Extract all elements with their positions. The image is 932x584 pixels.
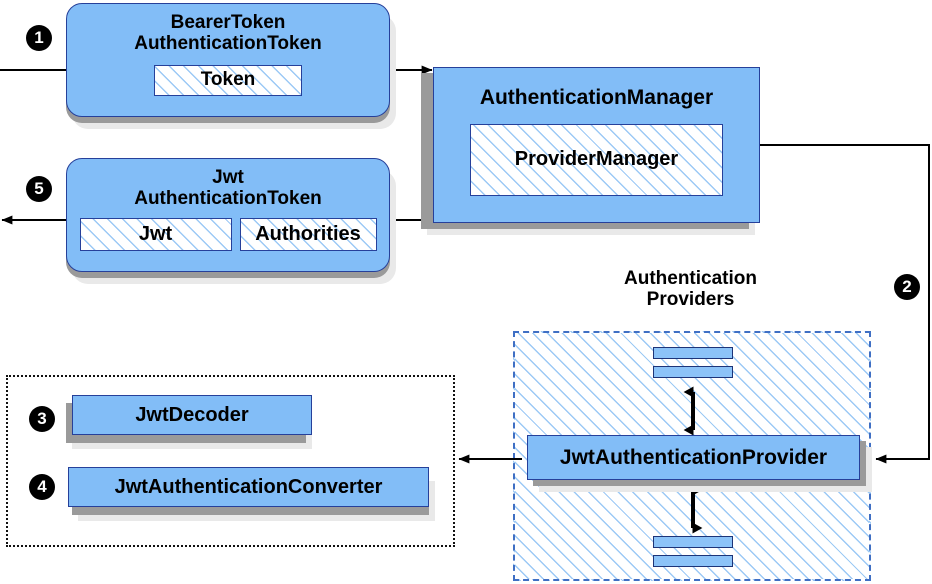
group-jwt-support (6, 375, 455, 547)
node-jwt-authentication-provider-label: JwtAuthenticationProvider (559, 445, 828, 469)
node-jwt-decoder-label: JwtDecoder (135, 403, 249, 426)
arrow-step2-manager-to-provider (760, 144, 930, 464)
inner-authorities[interactable]: Authorities (239, 217, 377, 251)
badge-step-4-label: 4 (37, 477, 47, 496)
badge-step-2-label: 2 (902, 277, 912, 296)
node-jwt-authentication-provider[interactable]: JwtAuthenticationProvider (527, 435, 860, 480)
badge-step-5-label: 5 (34, 179, 44, 198)
node-jwt-authentication-token[interactable]: Jwt AuthenticationToken Jwt Authorities (66, 158, 390, 272)
caption-authentication-providers-line1: Authentication (624, 268, 757, 289)
inner-provider-manager[interactable]: ProviderManager (470, 123, 723, 196)
node-jwt-authentication-converter-label: JwtAuthenticationConverter (114, 475, 383, 498)
jwt-token-inner-row: Jwt Authorities (79, 217, 377, 251)
inner-jwt[interactable]: Jwt (79, 217, 232, 251)
node-bearer-token-title-line1: BearerToken (170, 12, 286, 33)
inner-provider-manager-label: ProviderManager (514, 148, 679, 171)
node-jwt-token-title-line1: Jwt (212, 167, 244, 188)
inner-authorities-label: Authorities (255, 222, 361, 245)
node-jwt-token-title-line2: AuthenticationToken (134, 188, 322, 210)
node-bearer-token-authentication-token[interactable]: BearerToken AuthenticationToken Token (66, 3, 390, 117)
node-authentication-manager[interactable]: AuthenticationManager ProviderManager (433, 67, 760, 223)
badge-step-2: 2 (894, 274, 920, 300)
node-jwt-token-title: Jwt AuthenticationToken (134, 167, 322, 210)
node-bearer-token-title: BearerToken AuthenticationToken (134, 12, 322, 55)
badge-step-1-label: 1 (34, 28, 44, 47)
node-authentication-manager-title: AuthenticationManager (479, 86, 714, 109)
node-bearer-token-title-line2: AuthenticationToken (134, 33, 322, 55)
provider-stack-bar-top-1 (653, 347, 733, 359)
caption-authentication-providers-line2: Providers (646, 289, 735, 311)
node-jwt-authentication-converter[interactable]: JwtAuthenticationConverter (68, 467, 429, 507)
badge-step-1: 1 (26, 25, 52, 51)
badge-step-4: 4 (29, 474, 55, 500)
provider-stack-bar-bottom-2 (653, 555, 733, 567)
inner-token-label: Token (200, 69, 256, 91)
provider-stack-bar-bottom-1 (653, 536, 733, 548)
inner-token[interactable]: Token (154, 64, 302, 96)
caption-authentication-providers: Authentication Providers (563, 268, 818, 311)
badge-step-3: 3 (29, 406, 55, 432)
node-jwt-decoder[interactable]: JwtDecoder (72, 395, 312, 435)
badge-step-5: 5 (26, 176, 52, 202)
badge-step-3-label: 3 (37, 409, 47, 428)
inner-jwt-label: Jwt (138, 222, 173, 245)
provider-stack-bar-top-2 (653, 366, 733, 378)
